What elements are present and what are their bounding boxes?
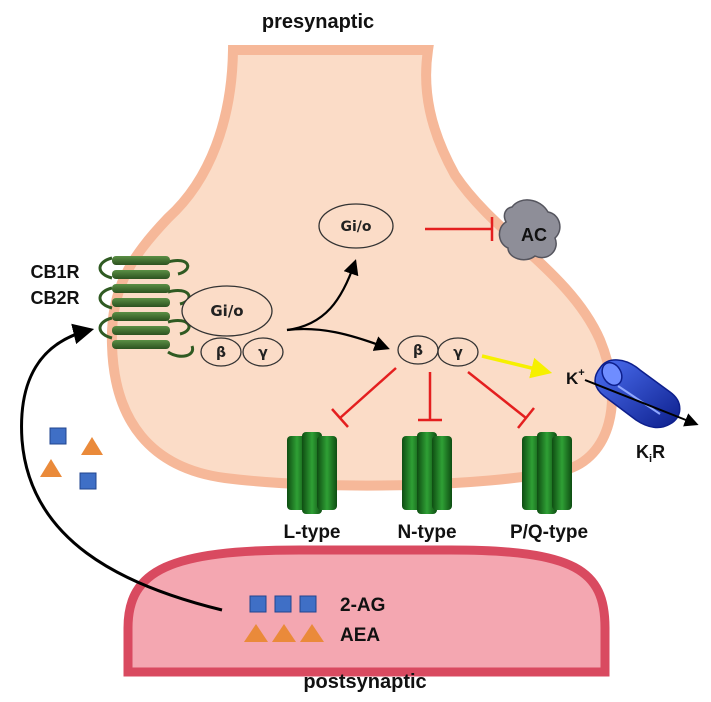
calcium-channel-icon-pq-type [522, 432, 572, 514]
g-protein-complex [181, 285, 284, 367]
retrograde-arrow [20, 323, 223, 612]
gio-upper-oval [318, 203, 394, 249]
postsynaptic-2ag [249, 595, 317, 613]
kir-label: KiR [636, 442, 665, 465]
inhibit-pq-type [467, 371, 535, 429]
diffusing-ligands [40, 427, 103, 490]
inhibit-n-type [418, 372, 442, 422]
cb1r-label: CB1R [30, 262, 79, 282]
postsynaptic-aea [244, 624, 324, 642]
calcium-channel-icon-l-type [287, 432, 337, 514]
2ag-square-icon [274, 595, 292, 613]
pq-type-label: P/Q-type [510, 522, 588, 543]
two-ag-label: 2-AG [340, 595, 385, 616]
cb-receptor-icon [98, 256, 195, 358]
k-efflux-arrow [584, 379, 699, 427]
arrow-to-gio [286, 259, 359, 332]
k-ion-label: K+ [566, 367, 585, 388]
gamma-oval-2 [437, 337, 479, 367]
beta-label-2: β [413, 343, 423, 359]
n-type-label: N-type [397, 522, 456, 543]
cb2r-label: CB2R [30, 288, 79, 308]
aea-triangle-icon [272, 624, 296, 642]
adenylyl-cyclase-icon [498, 199, 561, 261]
gio-upper-label: Gi/o [340, 219, 371, 235]
2ag-square-icon [249, 595, 267, 613]
ac-label: AC [521, 225, 547, 245]
kir-channel-icon [594, 359, 681, 429]
gamma-label-2: γ [453, 345, 463, 361]
inhibit-l-type [331, 367, 397, 428]
aea-label: AEA [340, 625, 380, 646]
aea-triangle-icon [300, 624, 324, 642]
2ag-square-icon [79, 472, 97, 490]
gamma-label-1: γ [258, 345, 268, 361]
arrow-to-beta-gamma [286, 327, 390, 351]
l-type-label: L-type [284, 522, 341, 543]
postsynaptic-label: postsynaptic [303, 671, 426, 693]
calcium-channel-icon-n-type [402, 432, 452, 514]
presynaptic-label: presynaptic [262, 11, 374, 33]
2ag-square-icon [49, 427, 67, 445]
aea-triangle-icon [81, 437, 103, 455]
aea-triangle-icon [244, 624, 268, 642]
aea-triangle-icon [40, 459, 62, 477]
activate-kir-arrow [481, 354, 553, 379]
gio-main-label: Gi/o [210, 302, 243, 320]
2ag-square-icon [299, 595, 317, 613]
inhibit-ac [425, 217, 494, 241]
beta-label-1: β [216, 345, 226, 361]
